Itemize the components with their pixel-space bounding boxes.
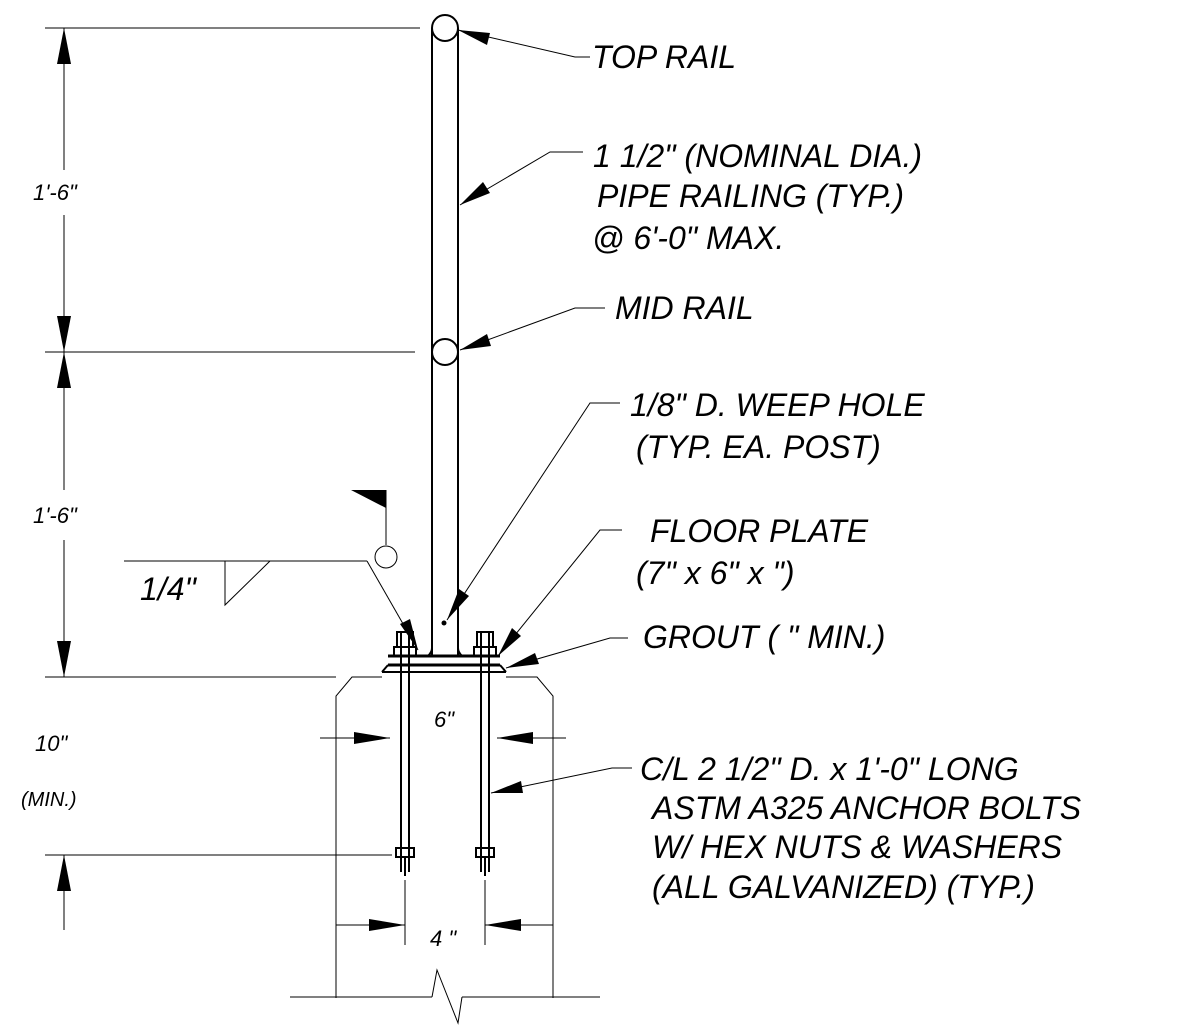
dim-upper-height: 1'-6" <box>33 180 78 205</box>
dim-edge-distance: 6" <box>434 707 455 732</box>
dimension-lines <box>45 27 420 930</box>
horizontal-dimensions <box>320 732 566 945</box>
concrete-footing <box>290 676 600 1025</box>
label-anchor-line3: W/ HEX NUTS & WASHERS <box>652 829 1062 865</box>
label-anchor-line4: (ALL GALVANIZED) (TYP.) <box>652 869 1035 905</box>
dim-embed-depth: 10" <box>35 731 68 756</box>
label-mid-rail: MID RAIL <box>615 290 754 326</box>
label-pipe-railing-line3: @ 6'-0" MAX. <box>592 220 784 256</box>
grout-pad <box>381 664 507 673</box>
weep-hole <box>441 620 447 626</box>
label-pipe-railing-line2: PIPE RAILING (TYP.) <box>597 178 904 214</box>
dim-lower-height: 1'-6" <box>33 503 78 528</box>
label-anchor-line1: C/L 2 1/2" D. x 1'-0" LONG <box>640 751 1019 787</box>
label-top-rail: TOP RAIL <box>592 39 736 75</box>
label-floor-plate-line2: (7" x 6" x ") <box>636 555 795 591</box>
pipe-post <box>431 28 459 656</box>
label-grout: GROUT ( " MIN.) <box>643 619 885 655</box>
dim-embed-min: (MIN.) <box>21 789 77 811</box>
label-floor-plate-line1: FLOOR PLATE <box>650 513 869 549</box>
mid-rail-section <box>431 338 459 366</box>
label-weep-hole-line2: (TYP. EA. POST) <box>636 429 881 465</box>
anchor-bolt-right <box>473 631 497 876</box>
dim-bolt-spacing: 4 " <box>430 926 457 951</box>
top-rail-section <box>431 14 459 42</box>
label-anchor-line2: ASTM A325 ANCHOR BOLTS <box>650 790 1081 826</box>
weld-symbol <box>124 490 419 651</box>
label-pipe-railing-line1: 1 1/2" (NOMINAL DIA.) <box>593 138 922 174</box>
label-weep-hole-line1: 1/8" D. WEEP HOLE <box>630 387 925 423</box>
weld-size: 1/4" <box>140 571 197 607</box>
leaders <box>446 29 632 794</box>
anchor-bolt-left <box>393 631 417 876</box>
